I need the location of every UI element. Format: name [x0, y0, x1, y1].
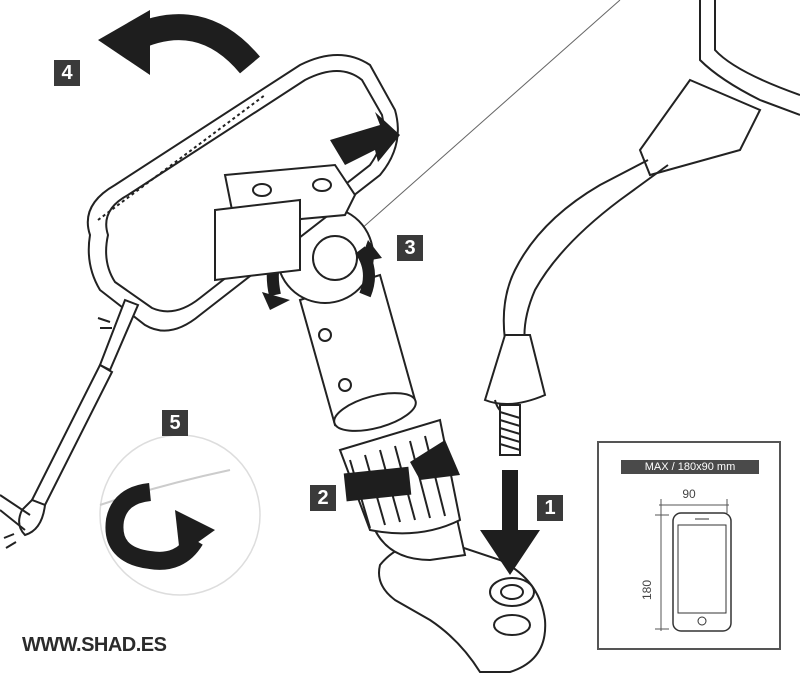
- guide-line: [359, 0, 621, 231]
- brand-url: WWW.SHAD.ES: [22, 634, 167, 656]
- width-dimension: 90: [682, 487, 696, 501]
- detail-strap: [99, 469, 231, 506]
- band-arrow-icon: [343, 466, 412, 502]
- step-3-badge: 3: [397, 235, 423, 261]
- step-2-badge: 2: [310, 485, 336, 511]
- curved-arrowhead-icon: [98, 10, 150, 75]
- loop-arrowhead-icon: [175, 510, 215, 555]
- loop-arrow-icon: [105, 483, 203, 570]
- click-marks-icon: [3, 317, 112, 549]
- mirror-drawing: [483, 0, 800, 456]
- mount-plate-drawing: [214, 163, 357, 282]
- rotate-arrowhead-icon: [360, 240, 382, 262]
- phone-outline-drawing: [655, 499, 732, 632]
- rotate-arrowhead-icon: [262, 292, 290, 310]
- base-bracket-drawing: [378, 538, 547, 673]
- spec-title: MAX / 180x90 mm: [621, 460, 759, 474]
- size-spec-box: MAX / 180x90 mm 90 180: [597, 441, 781, 650]
- slide-arrow-icon: [330, 112, 400, 165]
- step-4-badge: 4: [54, 60, 80, 86]
- step-5-badge: 5: [162, 410, 188, 436]
- arrow-down-icon: [480, 470, 540, 575]
- clamp-knob-drawing: [338, 418, 467, 562]
- step-1-badge: 1: [537, 495, 563, 521]
- arrow-left-icon: [410, 440, 460, 480]
- lanyard-drawing: [0, 298, 140, 537]
